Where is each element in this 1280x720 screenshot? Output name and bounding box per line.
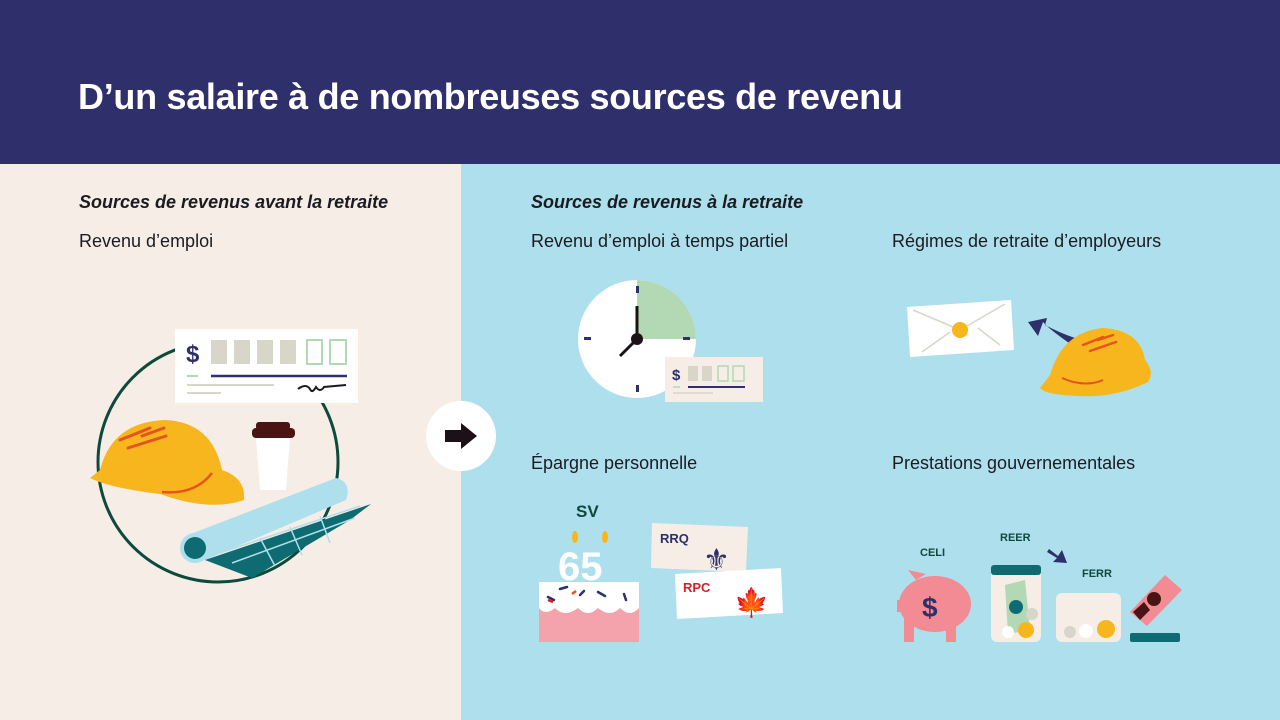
page-title: D’un salaire à de nombreuses sources de … (78, 76, 903, 117)
employer-pension-label: Régimes de retraite d’employeurs (892, 231, 1162, 251)
svg-text:🍁: 🍁 (734, 586, 769, 619)
personal-savings-label: Épargne personnelle (531, 453, 698, 473)
reer-jar-icon: REER (991, 532, 1041, 642)
svg-text:CELI: CELI (920, 547, 945, 559)
svg-text:RPC: RPC (683, 580, 711, 595)
header-banner: D’un salaire à de nombreuses sources de … (0, 0, 1280, 164)
government-benefits-label: Prestations gouvernementales (892, 453, 1136, 473)
coffee-cup-icon (252, 422, 295, 490)
clock-paycheck-icon: $ (578, 280, 763, 402)
cash-withdrawal-icon (1130, 575, 1182, 642)
envelope-hardhat-icon (907, 300, 1151, 397)
svg-text:$: $ (186, 341, 200, 368)
svg-text:$: $ (672, 367, 681, 384)
hard-hat-icon (90, 420, 245, 505)
transition-arrow (426, 401, 496, 471)
employment-income-label: Revenu d’emploi (79, 231, 214, 251)
before-retirement-heading: Sources de revenus avant la retraite (79, 192, 389, 212)
blueprint-roll-icon (180, 478, 371, 578)
rrq-rpc-cards-icon: RRQ ⚜ RPC 🍁 (651, 523, 783, 619)
before-retirement-panel (0, 164, 461, 720)
retirement-heading: Sources de revenus à la retraite (531, 192, 804, 212)
svg-text:RRQ: RRQ (660, 531, 689, 546)
arrow-right-icon (445, 423, 477, 449)
celi-piggy-bank-icon: CELI $ (897, 547, 971, 642)
paycheck-icon: $ (175, 329, 358, 403)
svg-text:$: $ (922, 592, 938, 623)
svg-text:SV: SV (576, 502, 599, 521)
cake-sv-icon: SV 65 (539, 502, 639, 642)
arrow-down-right-icon (1047, 549, 1067, 563)
part-time-income-label: Revenu d’emploi à temps partiel (531, 231, 789, 251)
svg-text:REER: REER (1000, 532, 1031, 544)
svg-text:65: 65 (558, 545, 603, 589)
svg-text:FERR: FERR (1082, 568, 1112, 580)
ferr-box-icon: FERR (1056, 568, 1121, 642)
